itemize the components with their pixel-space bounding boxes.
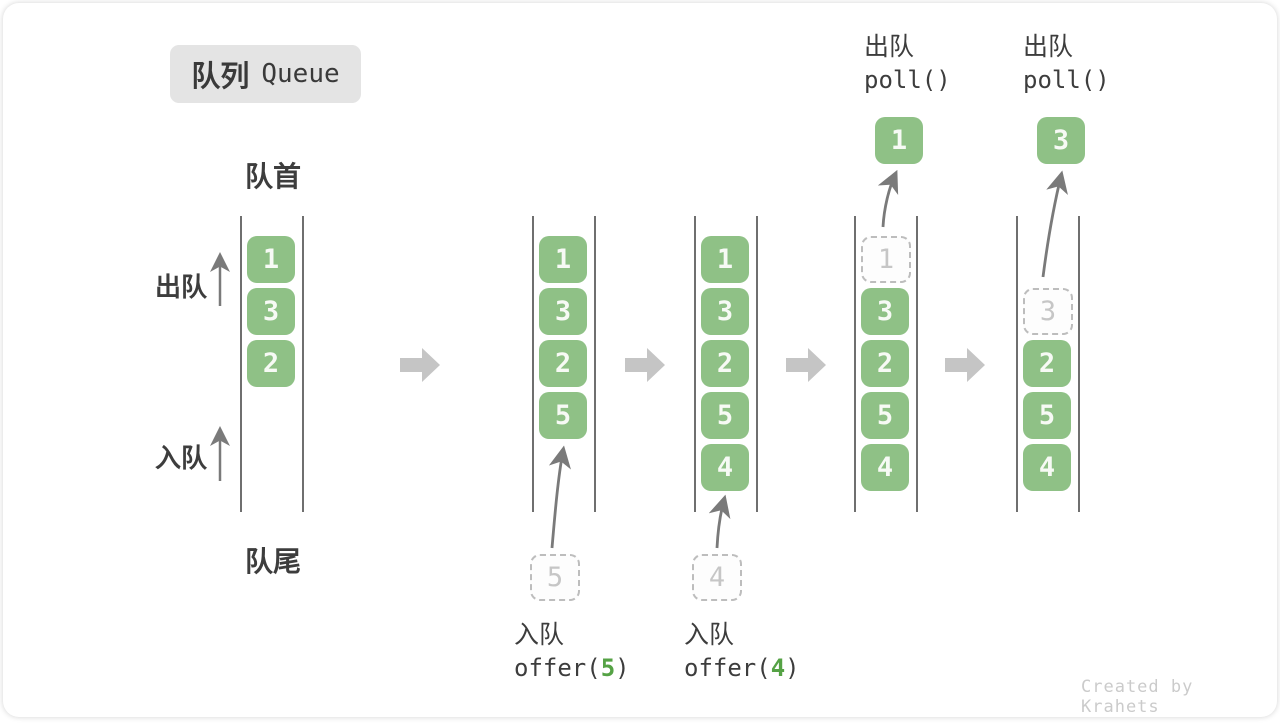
op-code: offer(4): [684, 652, 800, 685]
op-label-offer-4: 入队 offer(4): [684, 619, 800, 685]
op-label-offer-5: 入队 offer(5): [514, 619, 630, 685]
dequeue-side-label: 出队: [155, 272, 208, 302]
queue-cell: 3: [701, 288, 749, 335]
flow-arrow-icon: [877, 169, 899, 228]
pending-cell: 5: [530, 554, 580, 601]
enqueue-side-label: 入队: [155, 443, 208, 473]
queue-cell: 1: [247, 236, 295, 283]
stage-arrow-icon: [400, 348, 440, 382]
queue-rail: [1078, 216, 1080, 512]
queue-cell: 5: [539, 392, 587, 439]
queue-cell: 4: [701, 444, 749, 491]
arrows-overlay: [210, 169, 1068, 549]
title-zh: 队列: [191, 61, 250, 93]
flow-arrow-icon: [708, 494, 731, 549]
flow-arrow-icon: [1041, 170, 1068, 278]
op-code-pre: offer(: [684, 654, 771, 682]
queue-rail: [756, 216, 758, 512]
queue-cell: 2: [1023, 340, 1071, 387]
title-en: Queue: [261, 59, 340, 89]
diagram-canvas: 队列 Queue 队首 队尾 出队 入队 入队 offer(5) 入队 offe…: [3, 3, 1277, 717]
op-code-post: ): [615, 654, 630, 682]
op-zh: 入队: [684, 621, 735, 649]
op-zh: 入队: [514, 621, 565, 649]
queue-rail: [916, 216, 918, 512]
queue-rail: [240, 216, 242, 512]
queue-rail: [594, 216, 596, 512]
queue-cell: 2: [701, 340, 749, 387]
op-code: offer(5): [514, 652, 630, 685]
op-code-arg: 4: [770, 654, 786, 682]
stage-arrow-icon: [625, 348, 665, 382]
watermark: Created by Krahets: [1081, 677, 1194, 717]
op-label-poll-1: 出队 poll(): [864, 31, 951, 97]
queue-rail: [1016, 216, 1018, 512]
op-label-poll-3: 出队 poll(): [1023, 31, 1110, 97]
queue-rear-label: 队尾: [245, 546, 302, 577]
queue-cell: 1: [539, 236, 587, 283]
popped-cell: 1: [875, 117, 923, 164]
queue-cell: 3: [539, 288, 587, 335]
op-code: poll(): [864, 66, 951, 94]
queue-cell: 5: [701, 392, 749, 439]
queue-cell: 2: [539, 340, 587, 387]
queue-rail: [854, 216, 856, 512]
queue-cell-dashed: 3: [1023, 288, 1073, 335]
flow-arrow-icon: [548, 445, 571, 549]
pending-cell: 4: [692, 554, 742, 601]
queue-cell-dashed: 1: [861, 236, 911, 283]
op-zh: 出队: [1023, 33, 1074, 61]
queue-rail: [302, 216, 304, 512]
queue-rail: [694, 216, 696, 512]
queue-cell: 4: [861, 444, 909, 491]
queue-front-label: 队首: [245, 161, 302, 192]
queue-rail: [532, 216, 534, 512]
queue-cell: 1: [701, 236, 749, 283]
queue-cell: 3: [247, 288, 295, 335]
stage-arrow-icon: [786, 348, 826, 382]
queue-cell: 5: [1023, 392, 1071, 439]
op-code-arg: 5: [600, 654, 616, 682]
op-zh: 出队: [864, 33, 915, 61]
popped-cell: 3: [1037, 117, 1085, 164]
op-code: poll(): [1023, 66, 1110, 94]
stage-arrow-icon: [945, 348, 985, 382]
title-badge: 队列 Queue: [170, 45, 361, 103]
queue-cell: 5: [861, 392, 909, 439]
op-code-post: ): [785, 654, 800, 682]
queue-cell: 2: [861, 340, 909, 387]
queue-cell: 2: [247, 340, 295, 387]
queue-cell: 4: [1023, 444, 1071, 491]
op-code-pre: offer(: [514, 654, 601, 682]
queue-cell: 3: [861, 288, 909, 335]
